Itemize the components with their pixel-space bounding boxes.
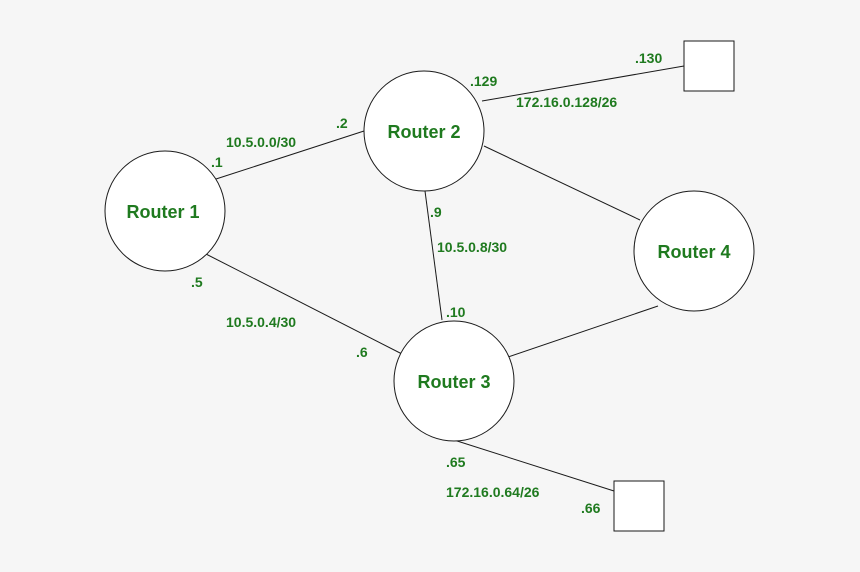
link-router2-router3 <box>424 190 443 321</box>
interface-label-r3-r1: .6 <box>356 344 368 360</box>
interface-label-host-r2: .130 <box>635 50 662 66</box>
router1-node[interactable] <box>104 150 226 272</box>
interface-label-r2-r3: .9 <box>430 204 442 220</box>
link-router1-router3 <box>205 253 403 355</box>
subnet-label-r2-r3: 10.5.0.8/30 <box>437 239 507 255</box>
interface-label-host-r3: .66 <box>581 500 601 516</box>
link-router2-host <box>481 65 685 102</box>
interface-label-r1-r2: .1 <box>211 154 223 170</box>
router4-label: Router 4 <box>657 242 730 262</box>
link-router3-host <box>453 439 615 492</box>
router3-label: Router 3 <box>417 372 490 392</box>
host-box-router2[interactable] <box>683 40 735 92</box>
subnet-label-r2-host: 172.16.0.128/26 <box>516 94 617 110</box>
interface-label-r3-r2: .10 <box>446 304 466 320</box>
link-router2-router4 <box>483 145 641 221</box>
interface-label-r2-r1: .2 <box>336 115 348 131</box>
subnet-label-r1-r2: 10.5.0.0/30 <box>226 134 296 150</box>
link-router1-router2 <box>215 130 365 180</box>
interface-label-r2-host: .129 <box>470 73 497 89</box>
router1-label: Router 1 <box>126 202 199 222</box>
subnet-label-r3-host: 172.16.0.64/26 <box>446 484 540 500</box>
interface-label-r1-r3: .5 <box>191 274 203 290</box>
router4-node[interactable] <box>633 190 755 312</box>
link-router3-router4 <box>507 305 659 358</box>
subnet-label-r1-r3: 10.5.0.4/30 <box>226 314 296 330</box>
router2-label: Router 2 <box>387 122 460 142</box>
host-box-router3[interactable] <box>613 480 665 532</box>
interface-label-r3-host: .65 <box>446 454 466 470</box>
router2-node[interactable] <box>363 70 485 192</box>
router3-node[interactable] <box>393 320 515 442</box>
